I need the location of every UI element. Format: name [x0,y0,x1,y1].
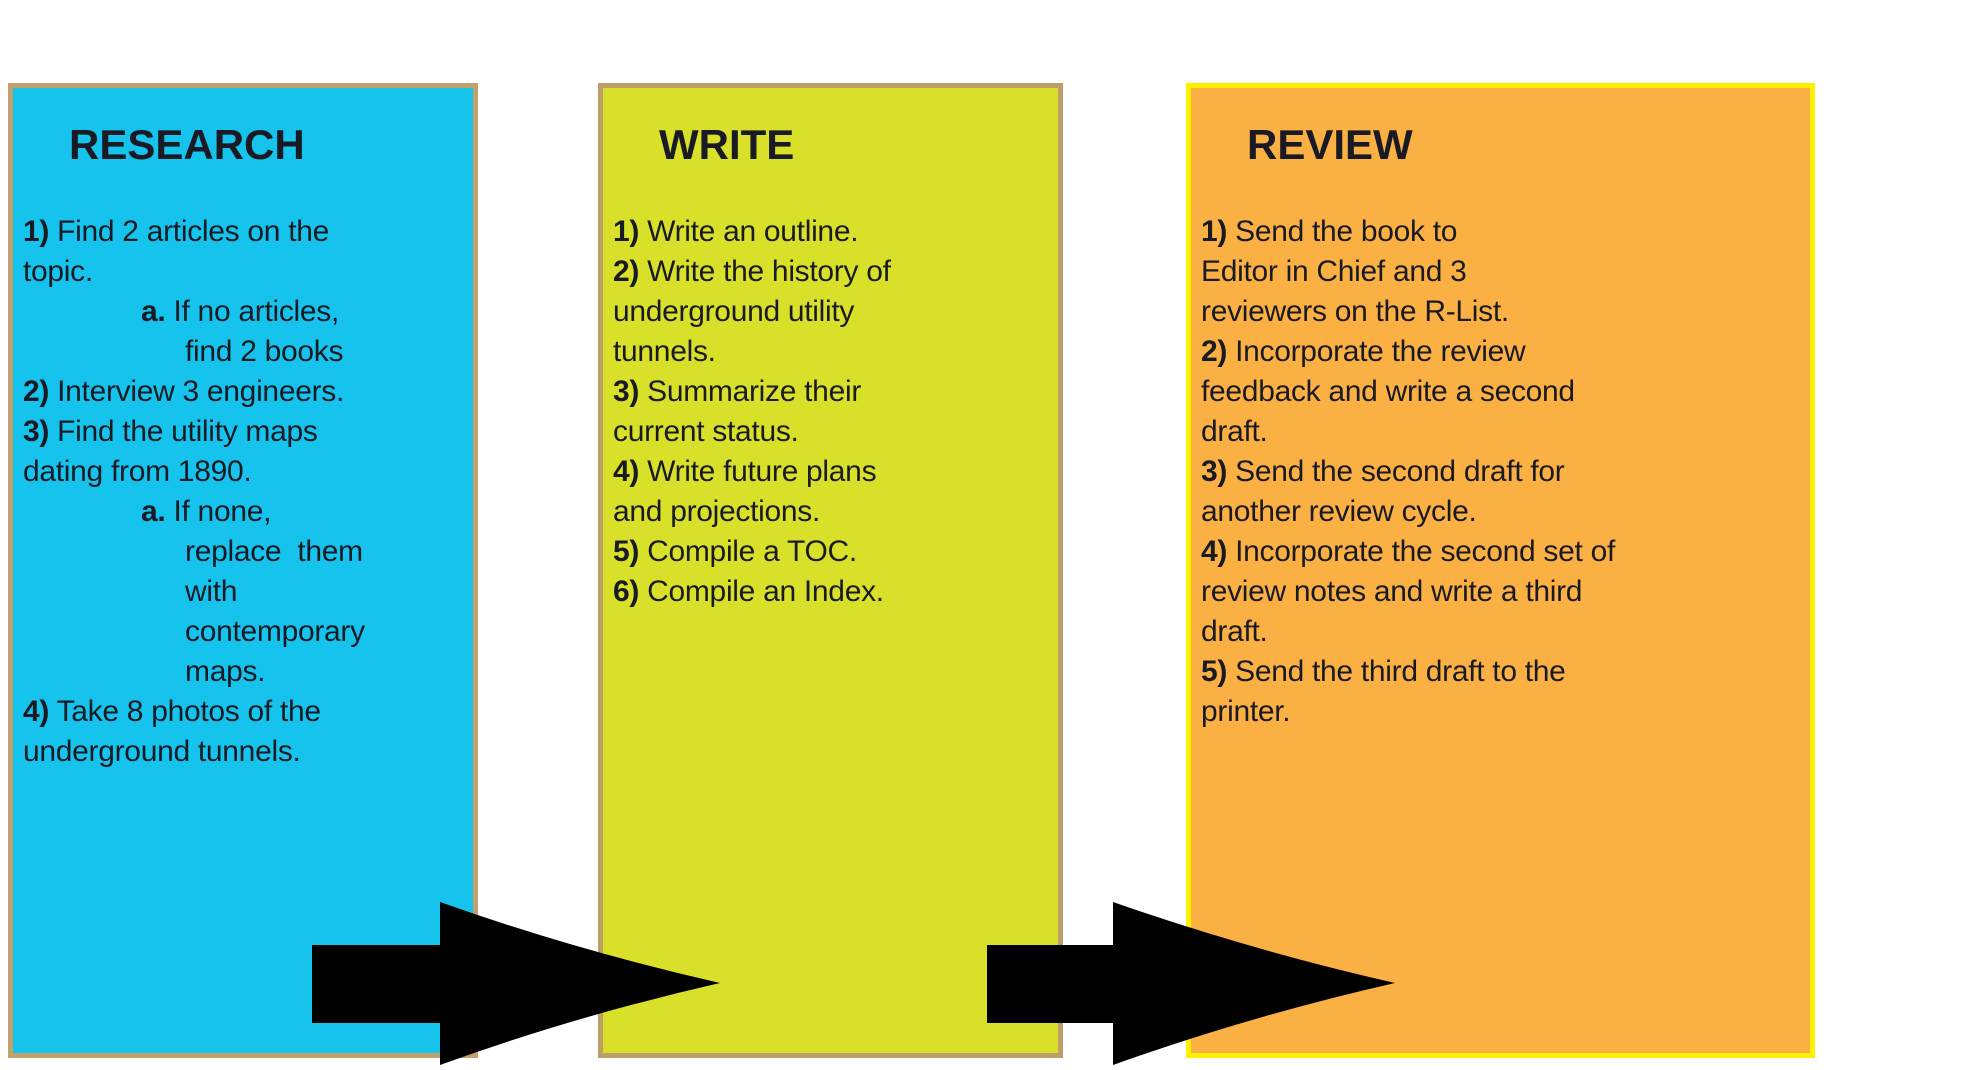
step-number: 4) [23,695,50,728]
substep: a. If none, replace them with contempora… [141,495,365,688]
substep-letter: a. [141,495,166,528]
step: 1) Find 2 articles on the topic. [23,215,329,288]
step-number: 3) [613,375,640,408]
review-steps: 1) Send the book to Editor in Chief and … [1201,212,1800,732]
step-number: 2) [23,375,50,408]
step: 1) Write an outline. [613,215,859,248]
review-box: REVIEW 1) Send the book to Editor in Chi… [1186,83,1815,1058]
write-steps: 1) Write an outline. 2) Write the history… [613,212,1048,612]
step-number: 3) [1201,455,1228,488]
write-box-title: WRITE [659,121,795,168]
research-steps: 1) Find 2 articles on the topic.a. If no… [23,212,463,772]
step: 3) Summarize their current status. [613,375,862,448]
step: 2) Incorporate the review feedback and w… [1201,335,1575,448]
step: 2) Interview 3 engineers. [23,375,345,408]
step: 3) Find the utility maps dating from 189… [23,415,318,488]
step-number: 2) [613,255,640,288]
step-number: 1) [23,215,50,248]
step: 5) Compile a TOC. [613,535,857,568]
step-number: 1) [1201,215,1228,248]
step: 4) Write future plans and projections. [613,455,877,528]
step-number: 5) [1201,655,1228,688]
step: 4) Take 8 photos of the underground tunn… [23,695,321,768]
research-box: RESEARCH 1) Find 2 articles on the topic… [8,83,478,1058]
step: 4) Incorporate the second set of review … [1201,535,1615,648]
substep: a. If no articles, find 2 books [141,295,344,368]
step-number: 3) [23,415,50,448]
review-box-title: REVIEW [1247,121,1413,168]
step: 6) Compile an Index. [613,575,884,608]
research-box-title: RESEARCH [69,121,305,168]
step-number: 2) [1201,335,1228,368]
step-number: 1) [613,215,640,248]
write-box: WRITE 1) Write an outline. 2) Write the h… [598,83,1063,1058]
step-number: 6) [613,575,640,608]
step: 3) Send the second draft for another rev… [1201,455,1565,528]
step: 5) Send the third draft to the printer. [1201,655,1566,728]
step-number: 4) [1201,535,1228,568]
substep-letter: a. [141,295,166,328]
step-number: 5) [613,535,640,568]
step-number: 4) [613,455,640,488]
step: 2) Write the history of underground util… [613,255,891,368]
step: 1) Send the book to Editor in Chief and … [1201,215,1509,328]
